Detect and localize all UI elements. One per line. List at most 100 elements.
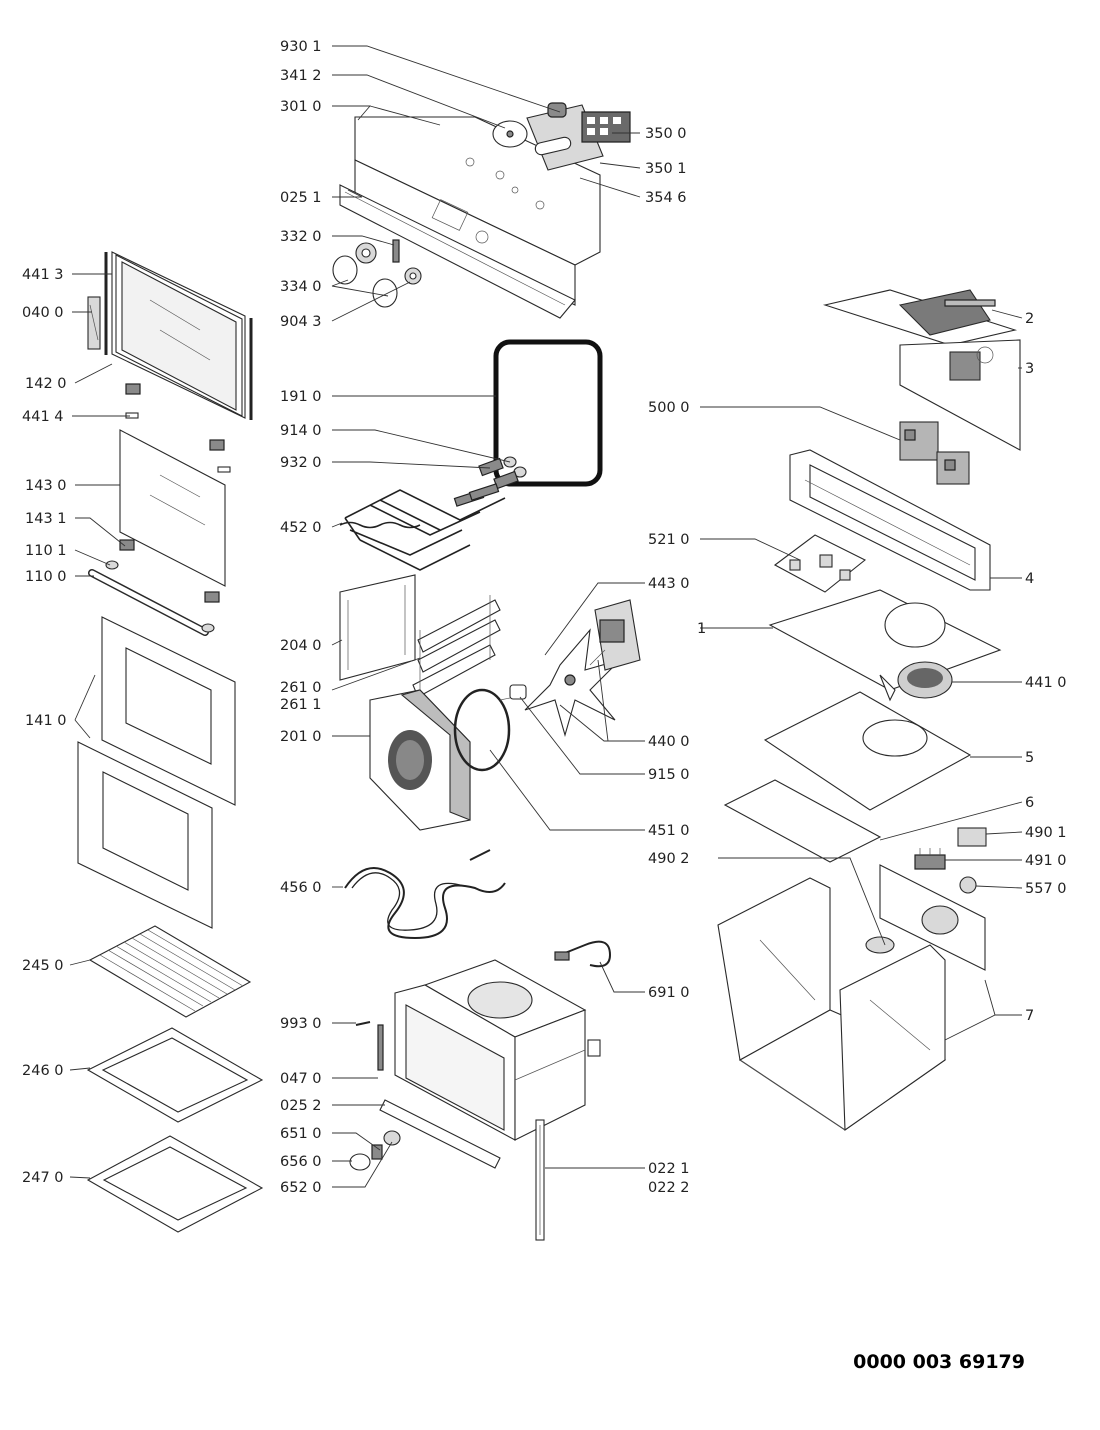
label-490-1: 490 1: [1025, 825, 1067, 841]
label-040-0: 040 0: [22, 305, 64, 321]
label-110-0: 110 0: [25, 569, 67, 585]
lamp-part: [478, 456, 527, 490]
label-491-0: 491 0: [1025, 853, 1067, 869]
label-652-0: 652 0: [280, 1180, 322, 1196]
label-452-0: 452 0: [280, 520, 322, 536]
fan-blade-part: [509, 628, 622, 738]
bottom-knob-part: [349, 1130, 401, 1171]
electronic-module-part: [899, 421, 970, 485]
label-354-6: 354 6: [645, 190, 687, 206]
label-930-1: 930 1: [280, 39, 322, 55]
label-022-2: 022 2: [648, 1180, 690, 1196]
label-651-0: 651 0: [280, 1126, 322, 1142]
shelf-runners-part: [412, 595, 501, 700]
top-cover-part: [723, 691, 972, 863]
label-261-0: 261 0: [280, 680, 322, 696]
fan-cover-part: [369, 689, 471, 831]
cooling-fan-part: [897, 661, 953, 699]
terminal-parts: [914, 827, 987, 894]
label-440-0: 440 0: [648, 734, 690, 750]
part-labels: 930 1 341 2 301 0 025 1 332 0 334 0 904 …: [22, 39, 1067, 1196]
display-module-part: [581, 111, 631, 143]
label-191-0: 191 0: [280, 389, 322, 405]
deep-tray-part: [86, 1135, 264, 1233]
label-025-1: 025 1: [280, 190, 322, 206]
screw-part: [355, 1021, 371, 1026]
label-047-0: 047 0: [280, 1071, 322, 1087]
label-915-0: 915 0: [648, 767, 690, 783]
cavity-seal-strip-part: [377, 1024, 384, 1071]
label-143-0: 143 0: [25, 478, 67, 494]
label-246-0: 246 0: [22, 1063, 64, 1079]
bottom-element-part: [344, 849, 506, 940]
label-3: 3: [1025, 361, 1034, 377]
leader-lines: [69, 45, 1023, 1188]
label-456-0: 456 0: [280, 880, 322, 896]
circular-element-part: [453, 688, 511, 772]
label-332-0: 332 0: [280, 229, 322, 245]
label-025-2: 025 2: [280, 1098, 322, 1114]
grill-element-part: [339, 483, 506, 571]
oven-cavity-part: [394, 959, 601, 1141]
label-341-2: 341 2: [280, 68, 322, 84]
shallow-tray-part: [86, 1027, 264, 1123]
label-656-0: 656 0: [280, 1154, 322, 1170]
outer-casing-part: [717, 864, 986, 1132]
door-handle-part: [88, 560, 215, 636]
selector-disc-part: [492, 120, 528, 148]
label-500-0: 500 0: [648, 400, 690, 416]
label-204-0: 204 0: [280, 638, 322, 654]
fan-housing-plate-part: [768, 589, 1002, 702]
lower-trim-part: [379, 1099, 501, 1169]
label-914-0: 914 0: [280, 423, 322, 439]
label-2: 2: [1025, 311, 1034, 327]
label-350-0: 350 0: [645, 126, 687, 142]
label-557-0: 557 0: [1025, 881, 1067, 897]
label-443-0: 443 0: [648, 576, 690, 592]
side-trim-part: [535, 1119, 545, 1241]
relay-board-part: [773, 534, 867, 593]
label-451-0: 451 0: [648, 823, 690, 839]
label-932-0: 932 0: [280, 455, 322, 471]
outer-door-panels-part: [77, 616, 236, 929]
label-691-0: 691 0: [648, 985, 690, 1001]
label-904-3: 904 3: [280, 314, 322, 330]
label-334-0: 334 0: [280, 279, 322, 295]
label-201-0: 201 0: [280, 729, 322, 745]
front-frame-part: [789, 449, 991, 591]
label-245-0: 245 0: [22, 958, 64, 974]
label-142-0: 142 0: [25, 376, 67, 392]
label-441-3: 441 3: [22, 267, 64, 283]
label-7: 7: [1025, 1008, 1034, 1024]
label-350-1: 350 1: [645, 161, 687, 177]
label-141-0: 141 0: [25, 713, 67, 729]
label-521-0: 521 0: [648, 532, 690, 548]
top-chassis-part: [822, 289, 1021, 451]
wire-shelf-part: [88, 925, 252, 1018]
control-knobs-part: [332, 239, 422, 308]
drawing-code: 0000 003 69179: [853, 1351, 1025, 1373]
label-261-1: 261 1: [280, 697, 322, 713]
hinge-clips-part: [125, 383, 231, 473]
thermostat-probe-part: [554, 940, 612, 968]
label-1: 1: [697, 621, 706, 637]
label-5: 5: [1025, 750, 1034, 766]
label-143-1: 143 1: [25, 511, 67, 527]
label-022-1: 022 1: [648, 1161, 690, 1177]
label-247-0: 247 0: [22, 1170, 64, 1186]
fan-motor-part: [589, 599, 641, 671]
label-4: 4: [1025, 571, 1034, 587]
label-441-0: 441 0: [1025, 675, 1067, 691]
inner-glass-part: [119, 429, 226, 603]
door-frame-part: [104, 251, 253, 420]
label-441-4: 441 4: [22, 409, 64, 425]
label-6: 6: [1025, 795, 1034, 811]
door-hinge-part: [87, 296, 101, 350]
door-seal-part: [493, 339, 603, 487]
label-110-1: 110 1: [25, 543, 67, 559]
label-490-2: 490 2: [648, 851, 690, 867]
label-301-0: 301 0: [280, 99, 322, 115]
label-993-0: 993 0: [280, 1016, 322, 1032]
